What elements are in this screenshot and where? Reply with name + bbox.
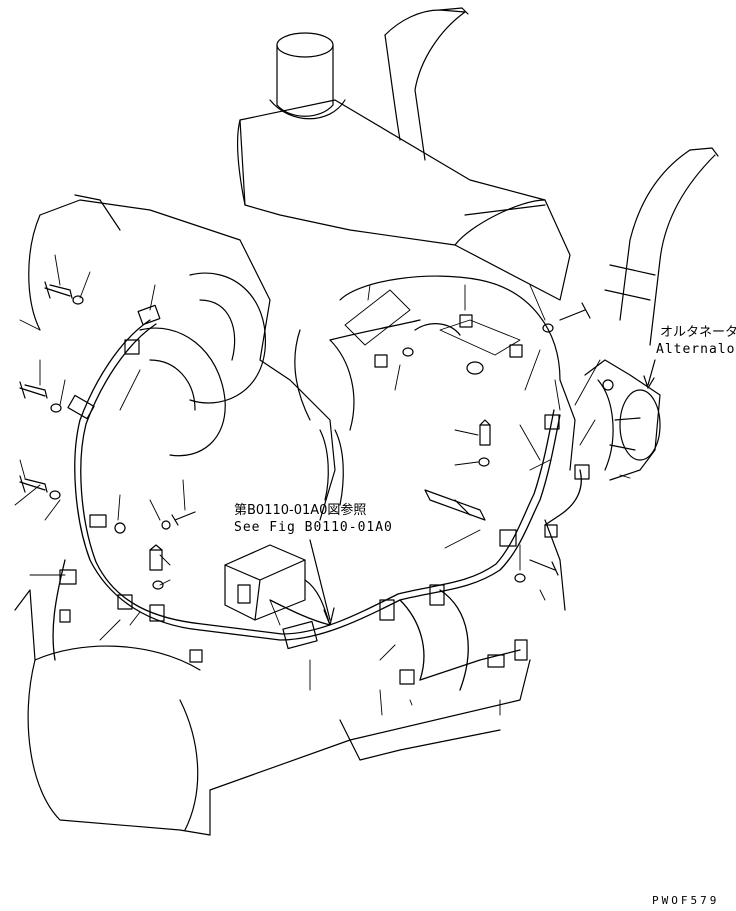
oil-pan: [14, 589, 531, 836]
alternator-arrow: [643, 359, 656, 389]
bolts-washers: [19, 281, 591, 590]
see-fig-arrow: [309, 539, 335, 626]
engine-core: [294, 275, 576, 611]
exhaust-pipe-right: [604, 147, 719, 346]
drawing-code: PWOF579: [652, 894, 720, 907]
alternator: [584, 359, 661, 481]
see-fig-label-en: See Fig B0110-01A0: [234, 520, 393, 535]
leader-lines: [14, 254, 631, 716]
clamps-connectors: [59, 304, 590, 685]
alternator-label-en: Alternalor: [656, 342, 736, 357]
exhaust-pipe-upper: [384, 7, 469, 161]
wiring-harness-main: [52, 319, 582, 691]
alternator-label-jp: オルタネータ: [660, 325, 736, 340]
air-cleaner-body: [236, 32, 571, 301]
engine-block: [28, 194, 344, 521]
see-fig-label-jp: 第B0110-01A0図参照: [234, 503, 367, 518]
